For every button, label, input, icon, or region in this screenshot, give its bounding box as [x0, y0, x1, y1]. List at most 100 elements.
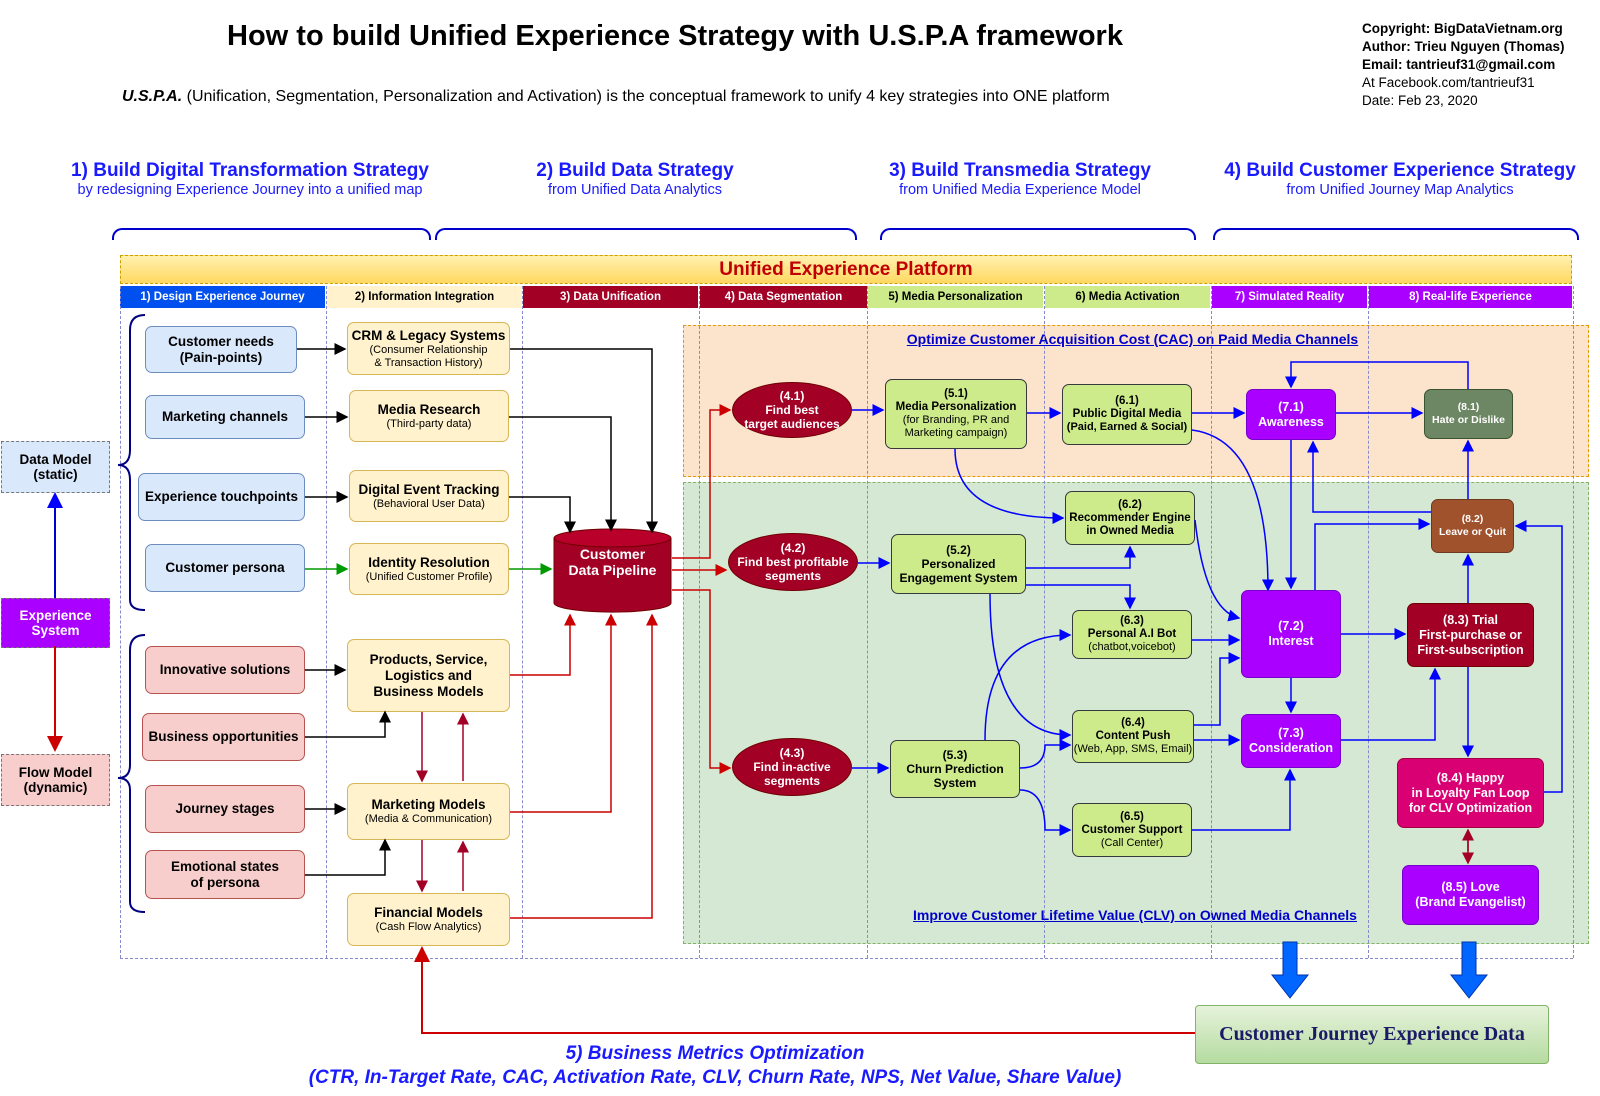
- a64-title: (6.4) Content Push: [1095, 717, 1171, 742]
- a63-sub: (chatbot,voicebot): [1088, 641, 1176, 653]
- media-research-box: Media Research(Third-party data): [349, 390, 509, 442]
- crm-sub: (Consumer Relationship & Transaction His…: [369, 343, 488, 369]
- subtitle-text: (Unification, Segmentation, Personalizat…: [182, 88, 1110, 105]
- crm-box: CRM & Legacy Systems(Consumer Relationsh…: [347, 322, 510, 375]
- marketing-channels-label: Marketing channels: [161, 409, 289, 424]
- media-personalization-box: (5.1) Media Personalization(for Branding…: [885, 379, 1027, 449]
- products-label: Products, Service, Logistics and Busines…: [369, 651, 488, 699]
- column-divider: [120, 286, 121, 958]
- column-divider: [1044, 286, 1045, 958]
- data-model-box: Data Model (static): [1, 441, 110, 493]
- segment-4-1-label: (4.1) Find best target audiences: [744, 389, 840, 431]
- event-tracking-title: Digital Event Tracking: [358, 481, 500, 497]
- p51-sub: (for Branding, PR and Marketing campaign…: [902, 414, 1010, 439]
- engagement-system-box: (5.2) Personalized Engagement System: [891, 534, 1026, 594]
- column-header: 7) Simulated Reality: [1212, 286, 1367, 308]
- author-line: Author: Trieu Nguyen (Thomas): [1362, 39, 1565, 54]
- column-divider: [699, 286, 700, 958]
- column-header: 2) Information Integration: [327, 286, 522, 308]
- experience-system-box: Experience System: [1, 598, 110, 648]
- segment-4-2: (4.2) Find best profitable segments: [728, 533, 858, 591]
- media-research-title: Media Research: [377, 401, 481, 417]
- crm-title: CRM & Legacy Systems: [351, 327, 506, 343]
- innovative-box: Innovative solutions: [145, 646, 305, 694]
- column-header: 6) Media Activation: [1045, 286, 1210, 308]
- journey-stages-label: Journey stages: [175, 801, 275, 816]
- strategy-heading: 4) Build Customer Experience Strategy: [1224, 160, 1576, 181]
- uspa-term: U.S.P.A.: [122, 88, 183, 105]
- page-subtitle: U.S.P.A. (Unification, Segmentation, Per…: [122, 88, 1110, 106]
- flow-model-label: Flow Model (dynamic): [18, 765, 93, 795]
- media-research-sub: (Third-party data): [386, 417, 472, 430]
- column-divider: [1368, 286, 1369, 958]
- segment-4-2-label: (4.2) Find best profitable segments: [737, 541, 849, 583]
- strategy-heading: 2) Build Data Strategy: [536, 160, 734, 181]
- persona-box: Customer persona: [145, 544, 305, 592]
- hate-dislike-label: (8.1) Hate or Dislike: [1432, 401, 1505, 426]
- pipeline-label: Customer Data Pipeline: [568, 546, 657, 578]
- opportunities-box: Business opportunities: [142, 713, 305, 761]
- segment-4-3: (4.3) Find in-active segments: [732, 738, 852, 796]
- column-divider: [1573, 286, 1574, 958]
- ai-bot-box: (6.3) Personal A.I Bot(chatbot,voicebot): [1072, 610, 1192, 659]
- strategy-brace: [435, 228, 857, 240]
- a65-title: (6.5) Customer Support: [1081, 810, 1183, 836]
- identity-sub: (Unified Customer Profile): [365, 570, 493, 583]
- a61-sub: (Paid, Earned & Social): [1066, 421, 1188, 433]
- love-label: (8.5) Love (Brand Evangelist): [1415, 880, 1526, 909]
- touchpoints-box: Experience touchpoints: [138, 473, 305, 521]
- consideration-box: (7.3) Consideration: [1241, 714, 1341, 768]
- public-digital-media-box: (6.1) Public Digital Media(Paid, Earned …: [1062, 384, 1192, 445]
- column-header: 1) Design Experience Journey: [120, 286, 325, 308]
- recommender-engine-box: (6.2) Recommender Engine in Owned Media: [1065, 491, 1195, 545]
- happy-loyalty-box: (8.4) Happy in Loyalty Fan Loop for CLV …: [1397, 758, 1544, 828]
- p52-label: (5.2) Personalized Engagement System: [899, 543, 1018, 585]
- email-line: Email: tantrieuf31@gmail.com: [1362, 57, 1556, 72]
- touchpoints-label: Experience touchpoints: [144, 489, 299, 504]
- awareness-label: (7.1) Awareness: [1258, 399, 1324, 429]
- strategy-4: 4) Build Customer Experience Strategy fr…: [1210, 160, 1590, 198]
- strategy-brace: [112, 228, 431, 240]
- customer-support-box: (6.5) Customer Support(Call Center): [1072, 803, 1192, 857]
- identity-title: Identity Resolution: [368, 554, 490, 570]
- event-tracking-sub: (Behavioral User Data): [373, 497, 485, 510]
- strategy-1: 1) Build Digital Transformation Strategy…: [60, 160, 440, 198]
- opportunities-label: Business opportunities: [148, 729, 299, 744]
- strategy-brace: [1213, 228, 1579, 240]
- platform-bottom-border: [120, 958, 1573, 959]
- innovative-label: Innovative solutions: [159, 662, 291, 677]
- segment-4-1: (4.1) Find best target audiences: [732, 382, 852, 438]
- data-pipeline-cylinder: Customer Data Pipeline: [553, 528, 672, 613]
- a65-sub: (Call Center): [1100, 836, 1164, 849]
- strategy-sub: from Unified Data Analytics: [547, 182, 723, 198]
- a64-sub: (Web, App, SMS, Email): [1073, 743, 1193, 755]
- strategy-sub: by redesigning Experience Journey into a…: [77, 182, 423, 198]
- experience-system-label: Experience System: [19, 608, 92, 638]
- marketing-models-sub: (Media & Communication): [364, 813, 493, 825]
- products-box: Products, Service, Logistics and Busines…: [347, 639, 510, 712]
- customer-needs-box: Customer needs (Pain-points): [145, 326, 297, 373]
- column-divider: [867, 286, 868, 958]
- marketing-models-box: Marketing Models(Media & Communication): [347, 783, 510, 840]
- clv-region-label: Improve Customer Lifetime Value (CLV) on…: [913, 907, 1357, 923]
- column-header: 4) Data Segmentation: [700, 286, 867, 308]
- persona-label: Customer persona: [165, 560, 285, 575]
- strategy-sub: from Unified Media Experience Model: [899, 182, 1141, 198]
- metrics-list: (CTR, In-Target Rate, CAC, Activation Ra…: [308, 1067, 1122, 1088]
- financial-models-title: Financial Models: [374, 905, 483, 920]
- strategy-3: 3) Build Transmedia Strategy from Unifie…: [860, 160, 1180, 198]
- a61-title: (6.1) Public Digital Media: [1072, 395, 1182, 420]
- happy-loyalty-label: (8.4) Happy in Loyalty Fan Loop for CLV …: [1408, 770, 1533, 815]
- strategy-heading: 1) Build Digital Transformation Strategy: [71, 160, 429, 181]
- facebook-line: At Facebook.com/tantrieuf31: [1362, 75, 1535, 90]
- data-model-label: Data Model (static): [19, 452, 92, 482]
- emotional-states-box: Emotional states of persona: [145, 850, 305, 899]
- column-header: 3) Data Unification: [523, 286, 698, 308]
- platform-banner: Unified Experience Platform: [120, 255, 1572, 284]
- trial-label: (8.3) Trial First-purchase or First-subs…: [1417, 612, 1524, 657]
- leave-quit-box: (8.2) Leave or Quit: [1431, 499, 1514, 553]
- trial-box: (8.3) Trial First-purchase or First-subs…: [1407, 603, 1534, 667]
- marketing-models-title: Marketing Models: [371, 797, 486, 812]
- strategy-brace: [880, 228, 1196, 240]
- journey-data-box: Customer Journey Experience Data: [1195, 1005, 1549, 1064]
